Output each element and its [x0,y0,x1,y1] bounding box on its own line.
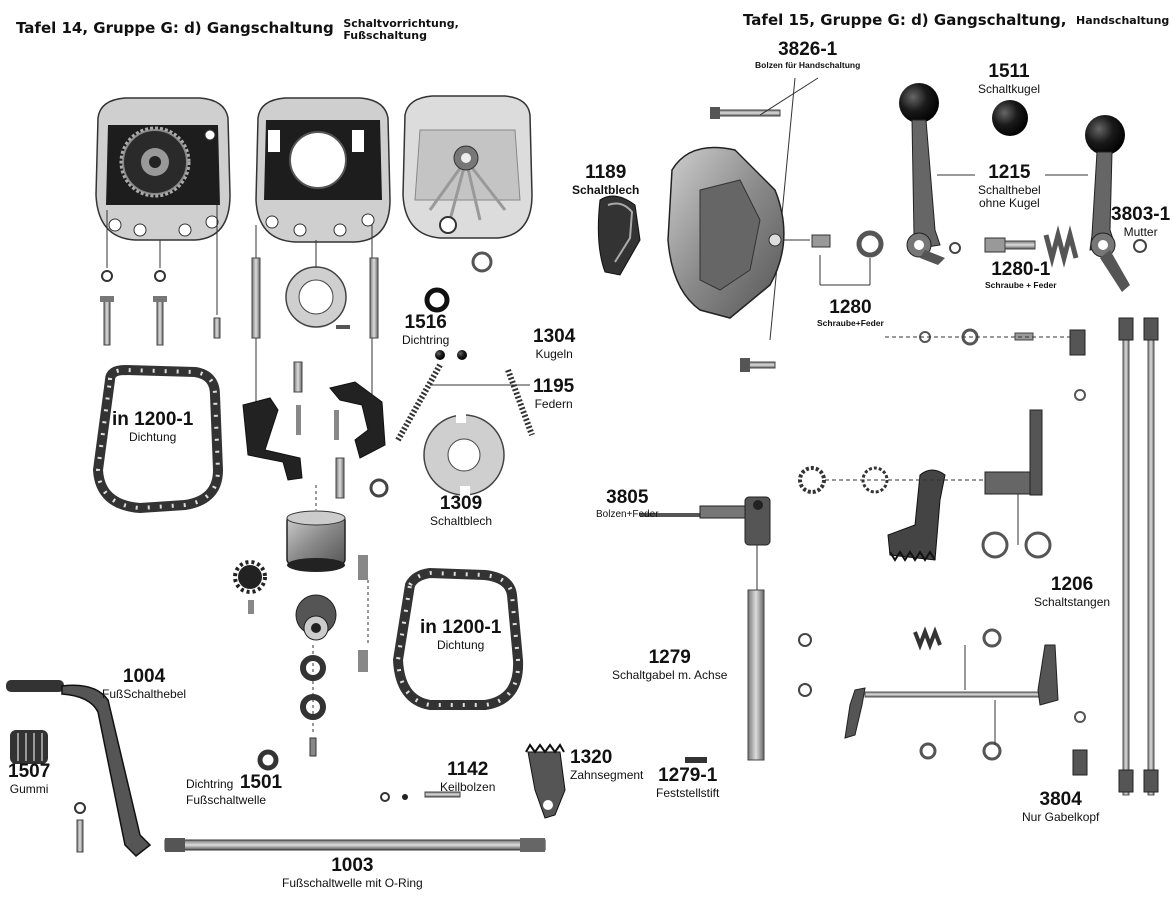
part-label-1501: Dichtring 1501 Fußschaltwelle [186,772,283,807]
seal-1501 [257,749,279,771]
part-label-1206: 1206 Schaltstangen [1034,574,1111,609]
part-label-3803-1: 3803-1 Mutter [1111,204,1171,239]
shift-forks-left [242,381,389,499]
part-label-1511: 1511 Schaltkugel [978,61,1041,96]
lower-shift-assembly [798,626,1088,776]
shift-rods-1206 [1118,317,1159,796]
gearbox-cover-middle [255,97,391,243]
gearbox-cover-front [95,97,231,241]
switch-plate-1309 [423,413,505,496]
part-label-1320: 1320 Zahnsegment [570,747,644,782]
part-label-1142: 1142 Keilbolzen [440,759,496,794]
gasket-1200-1-left [92,364,224,514]
bolt-3826-1 [710,77,819,372]
part-label-1200-1-left: in 1200-1 Dichtung [112,409,194,444]
hand-shift-housing [667,146,810,319]
part-label-1516: 1516 Dichtring [402,312,450,347]
part-label-3826-1: 3826-1 Bolzen für Handschaltung [755,39,861,70]
gearbox-cover-outer [402,95,533,239]
washers-stack [300,645,326,757]
part-label-1004: 1004 FußSchalthebel [102,666,187,701]
plate-14-subtitle: Schaltvorrichtung, Fußschaltung [343,18,458,42]
locking-pin-1279-1 [685,757,707,763]
plate-14-subtitle-line2: Fußschaltung [343,29,427,42]
shift-star-wheel [295,555,369,672]
tooth-segment-1320 [525,743,566,819]
part-label-1003: 1003 Fußschaltwelle mit O-Ring [282,855,423,890]
part-label-1189: 1189 Schaltblech [572,162,640,197]
plate-15-header: Tafel 15, Gruppe G: d) Gangschaltung, Ha… [743,10,1169,29]
plate-14-subtitle-line1: Schaltvorrichtung, [343,17,459,30]
seal-ring-1516 [424,251,493,313]
foot-shift-shaft-1003 [164,838,546,852]
part-label-1200-1-right: in 1200-1 Dichtung [420,617,502,652]
shift-drum [286,485,346,572]
part-label-3804: 3804 Nur Gabelkopf [1022,789,1100,824]
screw-spring-1280-1 [937,174,1088,268]
pins-and-rods [251,257,379,440]
part-label-1279-1: 1279-1 Feststellstift [656,765,720,800]
foot-shift-lever-1004 [6,680,152,858]
shift-lever-1215-b [1085,115,1147,292]
part-label-1280-1: 1280-1 Schraube + Feder [985,259,1057,290]
switch-plate-1189 [597,195,641,276]
plate-14-title: Tafel 14, Gruppe G: d) Gangschaltung [16,19,334,37]
gear-segment-small [233,560,267,614]
shift-ball-1511 [992,100,1028,136]
shift-lever-1215-a [899,83,961,265]
part-label-1195: 1195 Federn [533,376,575,411]
part-label-1507: 1507 Gummi [8,761,51,796]
part-label-1280: 1280 Schraube+Feder [817,297,884,328]
part-label-1309: 1309 Schaltblech [430,493,493,528]
part-label-1215: 1215 Schalthebel ohne Kugel [978,162,1041,211]
shift-link-parts [885,328,1086,401]
part-label-1304: 1304 Kugeln [533,326,576,361]
plate-15-title: Tafel 15, Gruppe G: d) Gangschaltung, [743,11,1067,29]
plate-15-subtitle: Handschaltung [1076,13,1170,27]
cover-screws [100,205,221,346]
gasket-1200-1-right [392,567,524,710]
balls-1304 [435,350,467,360]
springs-1195 [395,363,535,442]
part-label-3805: 3805 Bolzen+Feder [596,487,659,520]
plate-14-header: Tafel 14, Gruppe G: d) Gangschaltung Sch… [16,18,459,42]
screw-spring-1280 [811,230,884,286]
rubber-1507 [10,730,86,853]
part-label-1279: 1279 Schaltgabel m. Achse [612,647,728,682]
shift-fork-3805 [640,496,771,590]
wedge-bolt-1142 [380,791,461,802]
gear-selector-mechanism [798,409,1052,562]
shift-plate-center [255,225,373,420]
